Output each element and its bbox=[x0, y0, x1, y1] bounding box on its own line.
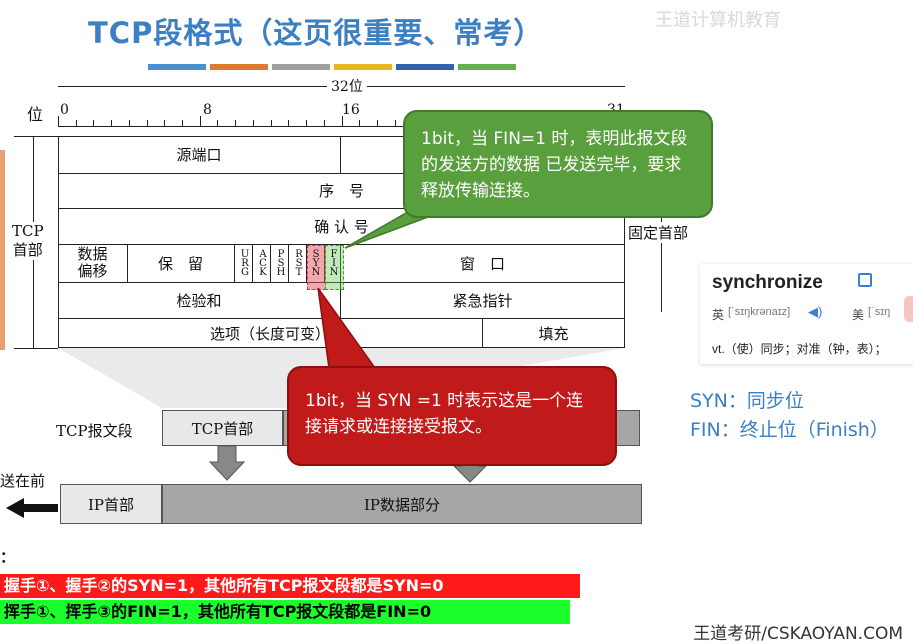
dictionary-word: synchronize bbox=[712, 272, 823, 293]
syn-glossary: SYN：同步位 bbox=[690, 390, 804, 412]
ruler-tick bbox=[128, 120, 130, 126]
title-color-bar bbox=[210, 64, 268, 70]
ruler-tick bbox=[217, 120, 219, 126]
watermark: 王道计算机教育 bbox=[655, 10, 781, 31]
ruler-tick bbox=[182, 120, 184, 126]
ruler-tick bbox=[111, 120, 113, 126]
tcp-segment-label: TCP报文段 bbox=[56, 422, 133, 440]
title-color-bar bbox=[272, 64, 330, 70]
ack-number-field: 确 认 号 bbox=[314, 217, 369, 236]
ruler-tick bbox=[376, 120, 378, 126]
syn-rule-note: 握手①、握手②的SYN=1，其他所有TCP报文段都是SYN=0 bbox=[0, 574, 580, 598]
syn-callout: 1bit，当 SYN =1 时表示这是一个连接请求或连接接受报文。 bbox=[287, 366, 617, 466]
ruler-tick bbox=[359, 120, 361, 126]
bit-label: 位 bbox=[27, 105, 44, 124]
us-label: 美 bbox=[852, 308, 865, 322]
left-edge-strip bbox=[0, 150, 5, 350]
ruler-tick bbox=[306, 120, 308, 126]
bit-tick-8: 8 bbox=[203, 102, 212, 118]
padding-field: 填充 bbox=[538, 324, 569, 343]
uk-phonetic: [ˈsɪŋkrənaɪz] bbox=[728, 306, 791, 318]
ruler-tick bbox=[270, 120, 272, 126]
tcp-header-side-label: TCP 首部 bbox=[12, 222, 44, 260]
ruler-tick bbox=[288, 120, 290, 126]
ruler-tick bbox=[164, 120, 166, 126]
ruler-tick bbox=[394, 120, 396, 126]
dictionary-definition: vt.（使）同步；对准（钟，表）； bbox=[712, 342, 887, 356]
add-to-wordbook-icon[interactable] bbox=[858, 273, 872, 287]
title-color-bar bbox=[396, 64, 454, 70]
width-label: 32位 bbox=[327, 76, 367, 96]
ruler-tick bbox=[146, 120, 148, 126]
source-port-field: 源端口 bbox=[176, 146, 222, 164]
ruler-tick bbox=[323, 120, 325, 126]
urgent-pointer-field: 紧急指针 bbox=[452, 291, 513, 310]
page-title: TCP段格式（这页很重要、常考） bbox=[88, 16, 544, 50]
sequence-number-field: 序 号 bbox=[318, 182, 364, 200]
ruler-tick bbox=[252, 120, 254, 126]
ip-header-box: IP首部 bbox=[60, 484, 162, 524]
us-phonetic: [ˈsɪŋ bbox=[868, 306, 891, 318]
ruler-tick bbox=[199, 116, 201, 126]
options-field: 选项（长度可变） bbox=[209, 324, 330, 343]
title-color-bar bbox=[148, 64, 206, 70]
footer-brand: 王道考研/CSKAOYAN.COM bbox=[693, 624, 903, 644]
ruler-tick bbox=[58, 116, 59, 126]
data-offset-field: 数据 偏移 bbox=[77, 245, 108, 280]
tcp-header-box: TCP首部 bbox=[162, 410, 283, 446]
ruler-tick bbox=[75, 120, 77, 126]
bit-tick-16: 16 bbox=[342, 102, 360, 118]
fixed-header-label: 固定首部 bbox=[628, 222, 689, 243]
window-field: 窗 口 bbox=[459, 254, 505, 273]
uk-label: 英 bbox=[712, 308, 725, 322]
bit-tick-0: 0 bbox=[60, 102, 69, 118]
title-color-bar bbox=[334, 64, 392, 70]
fin-callout: 1bit，当 FIN=1 时，表明此报文段的发送方的数据 已发送完毕，要求释放传… bbox=[403, 110, 713, 218]
fin-highlight bbox=[325, 245, 344, 290]
send-first-label: 送在前 bbox=[0, 472, 46, 490]
reserved-field: 保 留 bbox=[157, 254, 203, 273]
side-tab[interactable] bbox=[904, 296, 913, 322]
notes-label: ： bbox=[0, 548, 16, 566]
speaker-icon[interactable]: ◀) bbox=[808, 304, 823, 319]
ruler-tick bbox=[93, 120, 95, 126]
fin-rule-note: 挥手①、挥手③的FIN=1，其他所有TCP报文段都是FIN=0 bbox=[0, 600, 570, 624]
ruler-tick bbox=[341, 116, 343, 126]
title-color-bar bbox=[458, 64, 516, 70]
ruler-tick bbox=[235, 120, 237, 126]
ip-data-box: IP数据部分 bbox=[162, 484, 642, 524]
dictionary-popup: synchronize 英 [ˈsɪŋkrənaɪz] ◀) 美 [ˈsɪŋ v… bbox=[700, 264, 913, 364]
checksum-field: 检验和 bbox=[176, 291, 222, 310]
fin-glossary: FIN：终止位（Finish） bbox=[690, 419, 889, 441]
